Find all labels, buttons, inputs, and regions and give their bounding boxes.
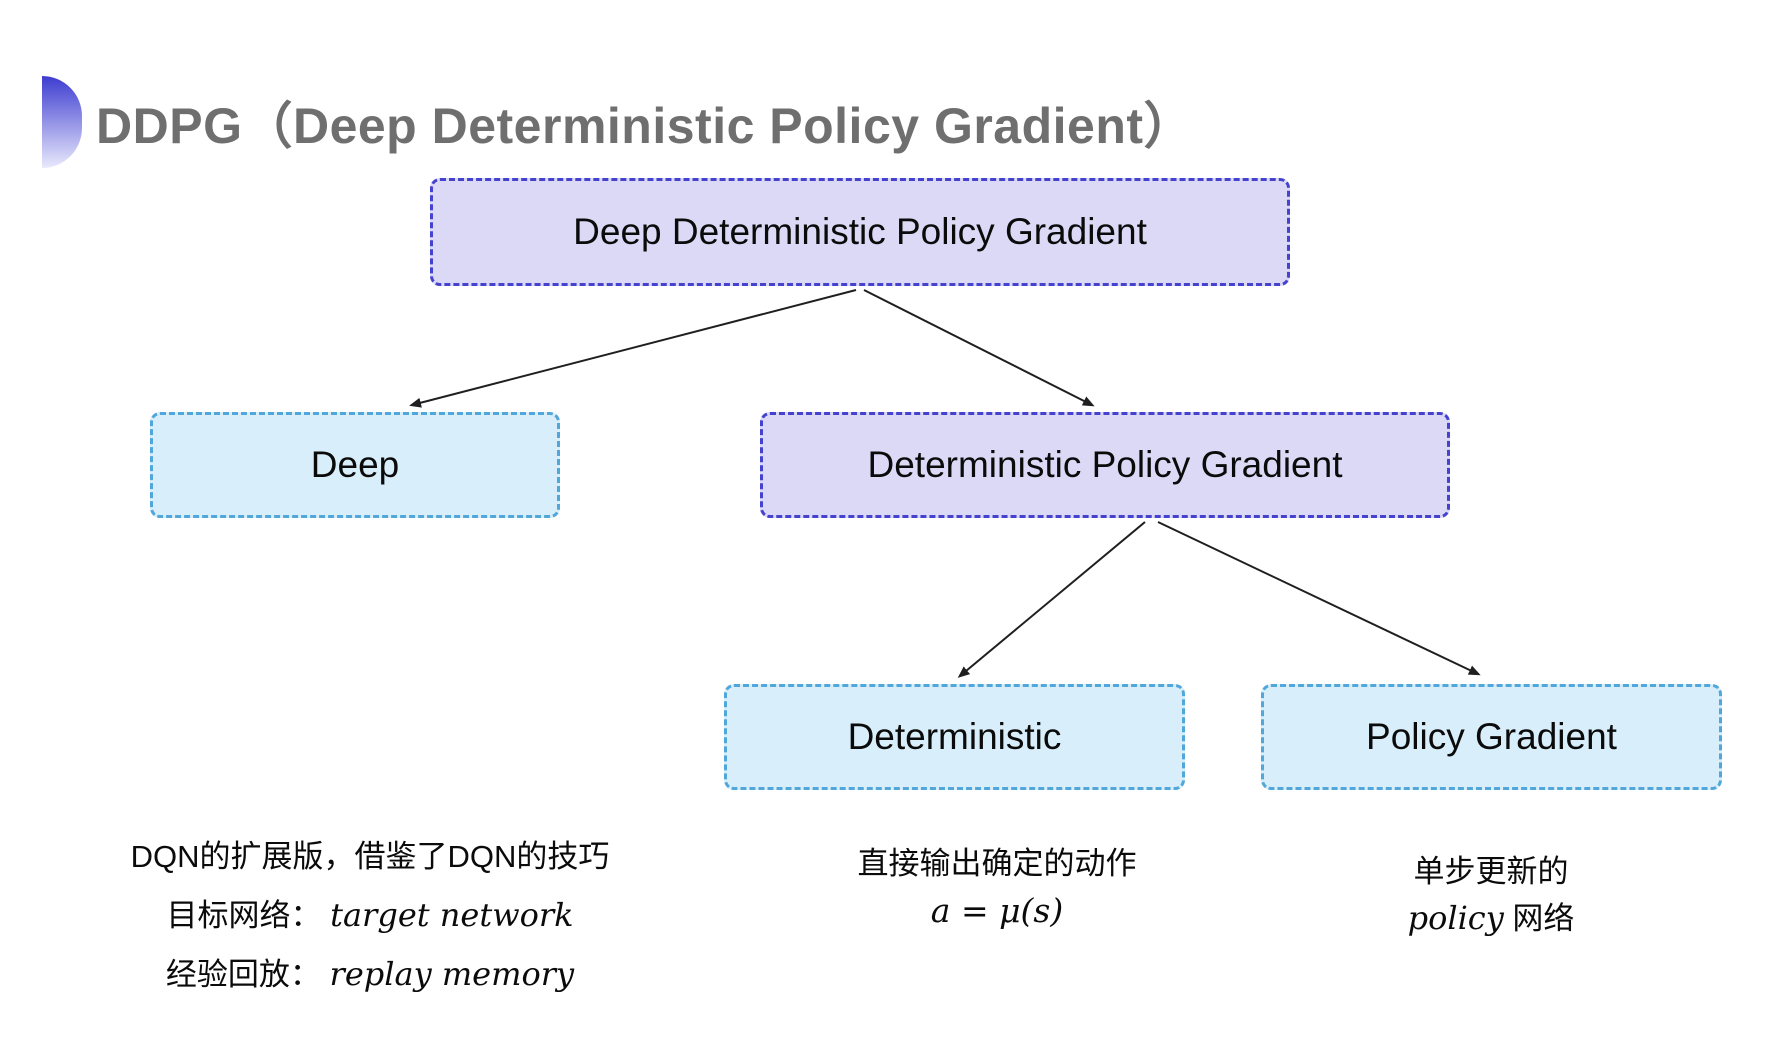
page-title: DDPG（Deep Deterministic Policy Gradient） xyxy=(96,98,1195,154)
note-term: replay memory xyxy=(329,955,575,993)
node-deterministic: Deterministic xyxy=(724,684,1185,790)
connector-arrow xyxy=(1157,521,1481,676)
note-line: 经验回放： replay memory xyxy=(130,945,610,1004)
node-deep: Deep xyxy=(150,412,560,518)
note-text: 直接输出确定的动作 xyxy=(857,846,1137,881)
connector-arrow xyxy=(863,289,1095,407)
note-line: 单步更新的 xyxy=(1251,848,1731,895)
node-label: Deterministic xyxy=(847,716,1062,757)
connector-arrow xyxy=(409,289,857,408)
note-term: target network xyxy=(330,896,574,934)
note-deep: DQN的扩展版，借鉴了DQN的技巧 目标网络： target network 经… xyxy=(130,828,610,1004)
node-label: Policy Gradient xyxy=(1366,716,1617,757)
note-line: DQN的扩展版，借鉴了DQN的技巧 xyxy=(130,828,610,886)
node-deterministic-policy-gradient: Deterministic Policy Gradient xyxy=(760,412,1450,518)
note-deterministic: 直接输出确定的动作 a = μ(s) xyxy=(757,840,1237,935)
node-policy-gradient: Policy Gradient xyxy=(1261,684,1722,790)
note-line: 直接输出确定的动作 xyxy=(757,840,1237,887)
note-term: policy xyxy=(1407,899,1504,937)
note-policy-gradient: 单步更新的 policy 网络 xyxy=(1251,848,1731,942)
note-text: 目标网络： xyxy=(166,898,322,933)
connector-arrow xyxy=(957,521,1146,678)
title-bullet-icon xyxy=(42,76,82,168)
note-text: 网络 xyxy=(1512,901,1575,936)
note-line: a = μ(s) xyxy=(757,887,1237,935)
note-line: 目标网络： target network xyxy=(130,886,610,945)
node-label: Deep xyxy=(310,444,400,485)
note-line: policy 网络 xyxy=(1251,895,1731,942)
node-root-ddpg: Deep Deterministic Policy Gradient xyxy=(430,178,1290,286)
note-text: 经验回放： xyxy=(165,957,321,992)
note-formula: a = μ(s) xyxy=(930,891,1064,930)
node-label: Deterministic Policy Gradient xyxy=(867,444,1343,485)
note-text: 单步更新的 xyxy=(1413,854,1569,889)
node-label: Deep Deterministic Policy Gradient xyxy=(573,211,1147,252)
note-text: DQN的扩展版，借鉴了DQN的技巧 xyxy=(130,839,610,874)
